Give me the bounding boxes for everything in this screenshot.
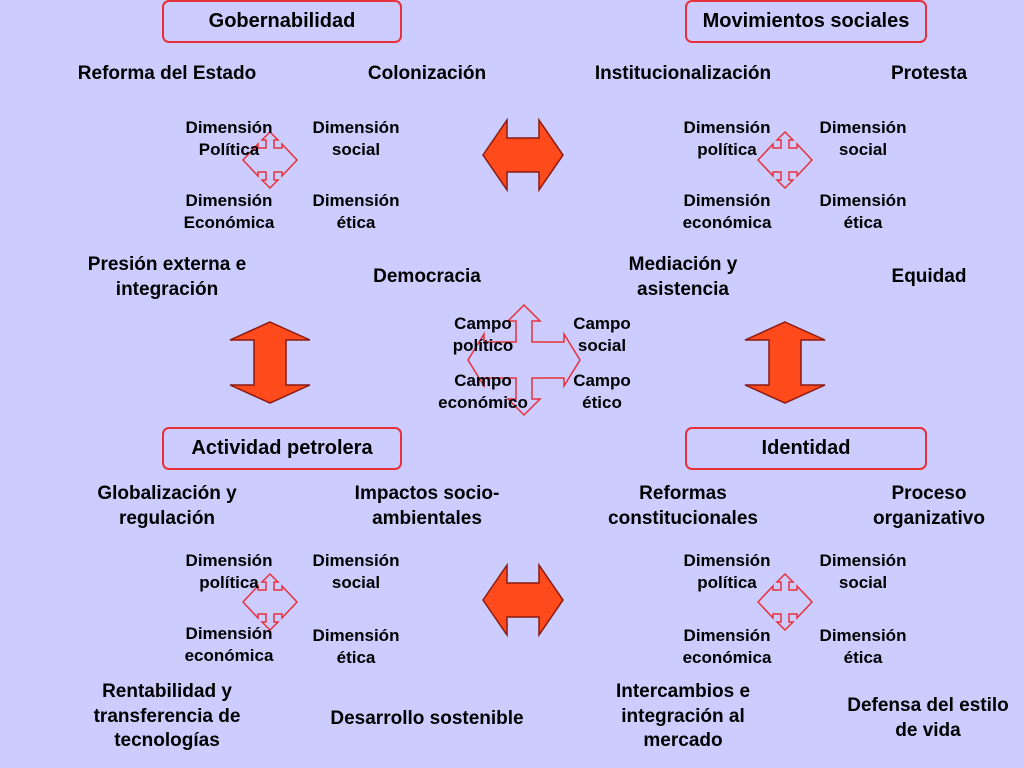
label-impactos: Impactos socio-ambientales (354, 483, 500, 529)
label-institucionalizacion: Institucionalización (594, 63, 772, 84)
label-equidad: Equidad (891, 266, 967, 287)
label-desarrollo-sostenible: Desarrollo sostenible (330, 708, 524, 729)
double-arrow-horizontal-top (482, 117, 564, 193)
box-gobernabilidad: Gobernabilidad (162, 0, 402, 43)
label-protesta: Protesta (890, 63, 968, 84)
box-identidad: Identidad (685, 427, 927, 470)
double-arrow-vertical-right (744, 321, 826, 404)
box-movimientos-sociales: Movimientos sociales (685, 0, 927, 43)
cross-arrows-top-right (756, 130, 814, 190)
label-democracia: Democracia (373, 266, 481, 287)
box-label: Actividad petrolera (191, 437, 373, 459)
cross-arrows-center (467, 303, 581, 417)
double-arrow-horizontal-bottom (482, 562, 564, 638)
box-label: Movimientos sociales (702, 10, 910, 32)
box-actividad-petrolera: Actividad petrolera (162, 427, 402, 470)
label-reforma-estado: Reforma del Estado (77, 63, 257, 84)
label-colonizacion: Colonización (367, 63, 487, 84)
cross-arrows-top-left (241, 130, 299, 190)
cross-arrows-bottom-left (241, 572, 299, 632)
box-label: Identidad (761, 437, 851, 459)
box-label: Gobernabilidad (208, 10, 356, 32)
cross-arrows-bottom-right (756, 572, 814, 632)
double-arrow-vertical-left (229, 321, 311, 404)
